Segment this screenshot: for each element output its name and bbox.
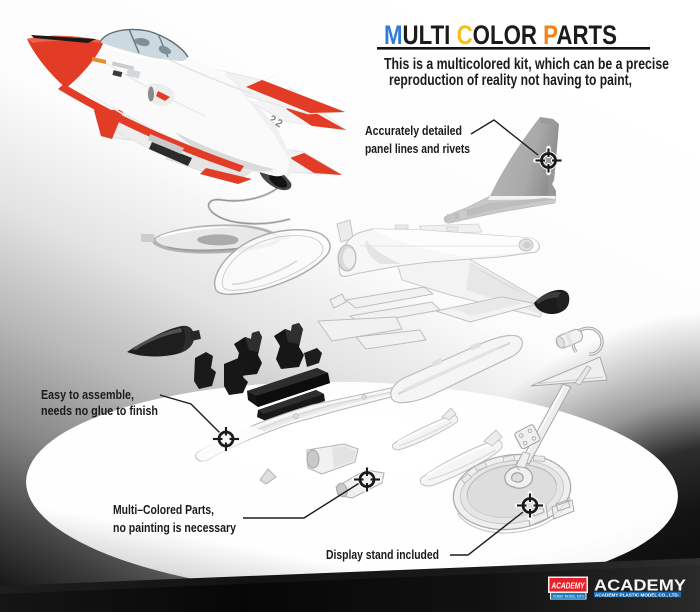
svg-text:no painting is necessary: no painting is necessary	[113, 520, 237, 535]
svg-text:Display stand included: Display stand included	[326, 547, 439, 562]
svg-text:reproduction of reality not ha: reproduction of reality not having to pa…	[389, 72, 632, 89]
svg-text:ACADEMY PLASTIC MODEL CO., LTD: ACADEMY PLASTIC MODEL CO., LTD.	[595, 593, 679, 598]
svg-text:panel lines and rivets: panel lines and rivets	[365, 141, 470, 156]
svg-text:Easy to assemble,: Easy to assemble,	[41, 387, 134, 402]
svg-text:HOBBY MODEL KITS: HOBBY MODEL KITS	[553, 594, 584, 599]
svg-text:This is a multicolored kit, wh: This is a multicolored kit, which can be…	[384, 56, 669, 73]
svg-text:needs no glue to finish: needs no glue to finish	[41, 403, 158, 418]
svg-text:Multi–Colored Parts,: Multi–Colored Parts,	[113, 502, 214, 517]
svg-text:MULTI COLOR PARTS: MULTI COLOR PARTS	[384, 20, 617, 50]
svg-text:ACADEMY: ACADEMY	[594, 578, 687, 595]
svg-text:Accurately detailed: Accurately detailed	[365, 123, 462, 138]
svg-text:ACADEMY: ACADEMY	[551, 582, 586, 591]
